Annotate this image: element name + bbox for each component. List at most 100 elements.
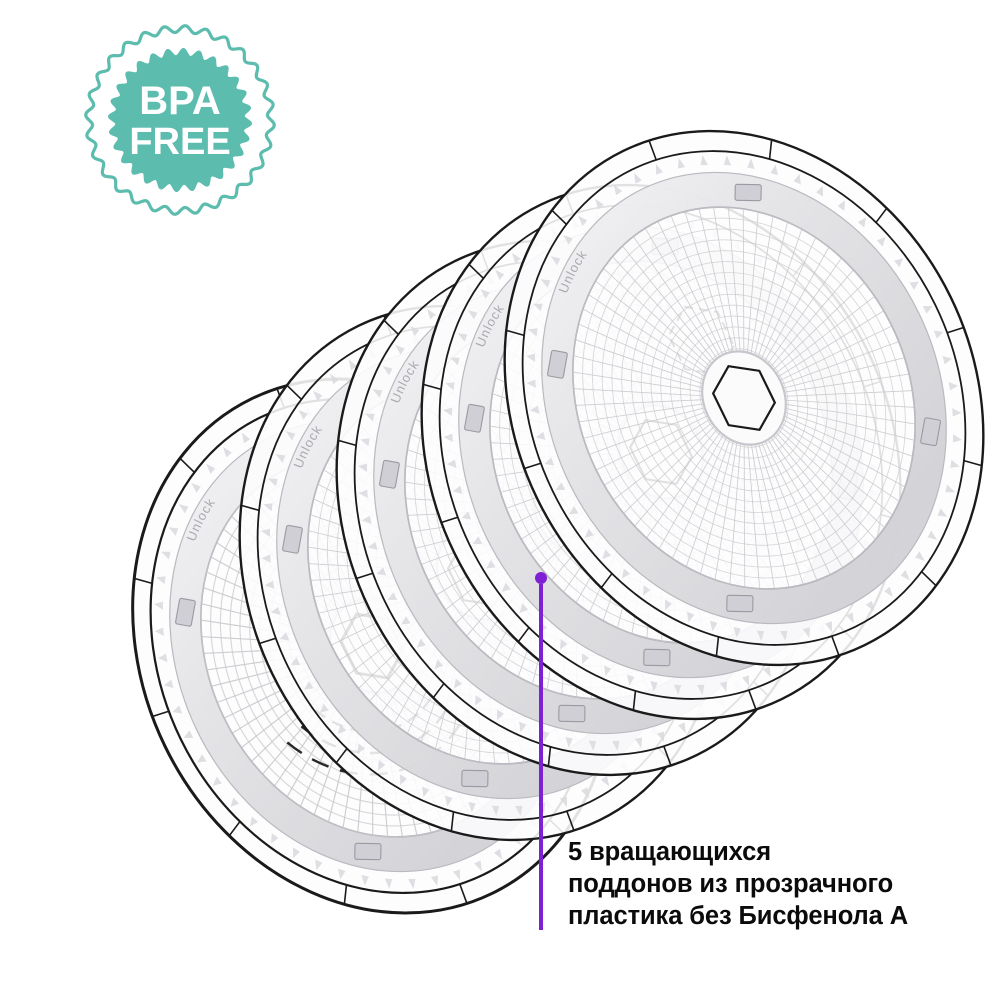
rim-grip-mark xyxy=(515,805,523,816)
mesh-spoke xyxy=(633,237,723,366)
tray-lock-latch xyxy=(558,704,586,723)
mesh-spoke xyxy=(746,212,759,361)
rim-grip-mark xyxy=(163,679,174,688)
mesh-spoke xyxy=(752,222,788,363)
mesh-spoke xyxy=(728,208,742,360)
tray-lock-latch xyxy=(547,349,568,379)
rim-grip-mark xyxy=(550,256,561,266)
rim-grip-mark xyxy=(526,379,536,388)
rim-segment-tick xyxy=(715,636,720,657)
rim-grip-mark xyxy=(533,303,543,312)
rim-segment-tick xyxy=(963,459,982,467)
rim-segment-tick xyxy=(338,439,357,447)
rim-grip-mark xyxy=(723,155,732,166)
rim-grip-mark xyxy=(486,560,496,569)
rim-grip-mark xyxy=(942,356,953,365)
rim-grip-mark xyxy=(857,217,867,228)
mesh-spoke xyxy=(777,373,909,394)
rim-grip-mark xyxy=(595,198,604,210)
rim-grip-mark xyxy=(472,536,483,544)
rim-grip-mark xyxy=(361,875,369,886)
rim-grip-mark xyxy=(430,875,439,887)
tray-lock-latch xyxy=(379,459,400,489)
rim-grip-mark xyxy=(263,503,273,512)
rim-segment-tick xyxy=(946,326,964,334)
rim-grip-mark xyxy=(408,878,416,889)
rim-grip-mark xyxy=(356,743,366,754)
band-outer-outline xyxy=(541,171,947,625)
rim-grip-mark xyxy=(865,600,875,612)
rim-segment-tick xyxy=(748,689,757,710)
rim-grip-mark xyxy=(529,405,540,415)
rim-grip-mark xyxy=(950,459,960,468)
rim-grip-mark xyxy=(156,576,166,585)
rim-grip-mark xyxy=(915,551,925,562)
rim-grip-mark xyxy=(168,527,179,536)
rim-grip-mark xyxy=(261,528,271,537)
mesh-ring xyxy=(601,239,887,557)
rim-grip-mark xyxy=(544,457,555,466)
rim-grip-mark xyxy=(249,816,259,827)
rim-grip-mark xyxy=(664,599,672,611)
rim-segment-tick xyxy=(441,516,459,524)
rim-segment-tick xyxy=(432,683,445,699)
mesh-spoke xyxy=(765,430,855,559)
mesh-spoke xyxy=(700,433,736,574)
rim-grip-mark xyxy=(474,860,482,872)
hub-hexagon xyxy=(711,364,777,432)
mesh-spoke xyxy=(763,431,843,568)
rim-grip-mark xyxy=(709,620,718,632)
rim-grip-mark xyxy=(700,155,708,166)
rim-grip-mark xyxy=(377,760,386,771)
mesh-ring xyxy=(640,282,848,514)
rim-grip-mark xyxy=(241,432,251,444)
rim-grip-mark xyxy=(626,674,635,686)
rim-grip-mark xyxy=(655,163,663,175)
mesh-spoke xyxy=(574,355,710,390)
mesh-spoke xyxy=(775,418,899,502)
rim-grip-mark xyxy=(846,612,854,624)
rim-grip-mark xyxy=(446,459,457,469)
rim-grip-mark xyxy=(894,258,904,268)
rim-grip-mark xyxy=(491,805,500,816)
rim-grip-mark xyxy=(600,775,610,787)
rim-segment-tick xyxy=(335,748,348,764)
rim-grip-mark xyxy=(172,705,183,714)
rim-grip-mark xyxy=(422,786,430,798)
mesh-spoke xyxy=(778,406,914,441)
rim-grip-mark xyxy=(468,802,476,813)
rim-grip-mark xyxy=(304,681,314,690)
mesh-spoke xyxy=(623,420,721,514)
mesh-spoke xyxy=(595,281,715,375)
rim-grip-mark xyxy=(501,582,511,592)
mesh-ring xyxy=(631,272,857,524)
rim-segment-tick xyxy=(875,207,888,223)
rim-segment-tick xyxy=(648,140,657,161)
rim-grip-mark xyxy=(719,681,728,693)
mesh-spoke xyxy=(657,221,728,363)
rim-segment-tick xyxy=(663,745,672,766)
mesh-spoke xyxy=(659,428,728,549)
rim-grip-mark xyxy=(315,859,323,871)
mesh-ring xyxy=(679,326,809,470)
rim-grip-mark xyxy=(756,630,765,641)
rim-grip-mark xyxy=(613,184,623,196)
mesh-spoke xyxy=(760,433,831,575)
tray-lock-latch xyxy=(175,597,196,627)
rim-grip-mark xyxy=(763,666,771,678)
mesh-spoke xyxy=(646,425,725,538)
tray-lock-latch xyxy=(464,403,485,433)
rim-grip-mark xyxy=(453,678,463,689)
mesh-spoke xyxy=(773,421,893,515)
mesh-spoke xyxy=(749,217,774,362)
rim-grip-mark xyxy=(909,281,919,290)
rim-grip-mark xyxy=(457,333,468,342)
rim-grip-mark xyxy=(555,482,566,490)
rim-grip-mark xyxy=(313,390,323,402)
mesh-spoke xyxy=(714,434,739,579)
tray-lock-latch xyxy=(643,648,671,667)
rim-segment-tick xyxy=(506,329,525,337)
